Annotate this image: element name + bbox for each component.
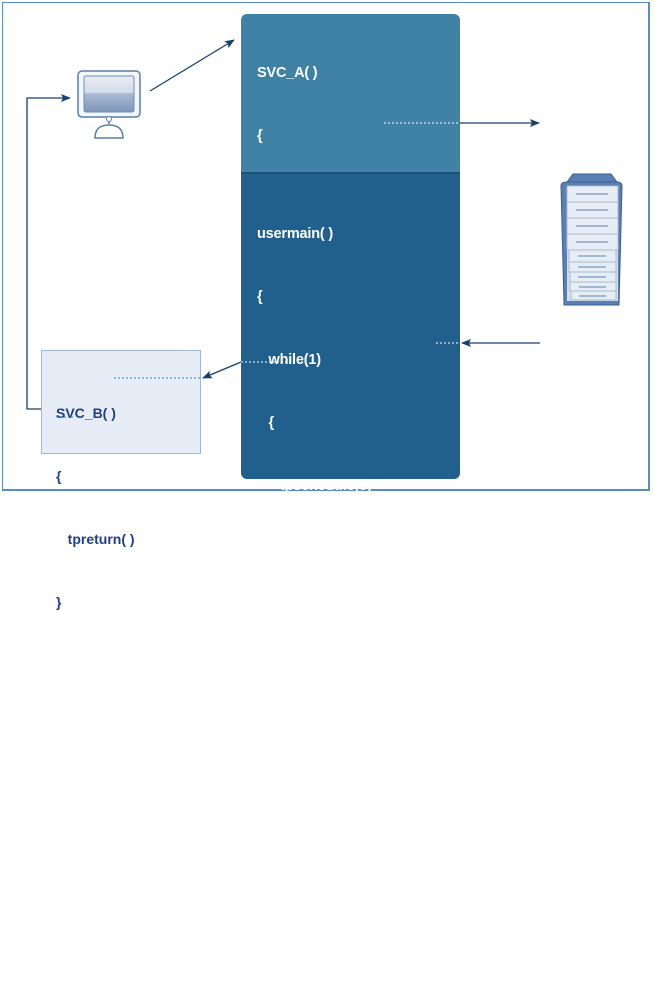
code-line: { [257,289,263,305]
code-line: { [257,415,274,431]
code-line: { [56,468,62,484]
code-line: tpschedule(0) [257,478,372,494]
code-line: tpreturn( ) [56,531,135,547]
diagram-frame [2,2,650,491]
code-line: tprelay(ctx[ ]) [257,730,381,746]
code-line: read_from_host( ) [257,667,412,683]
code-line: } [257,982,274,990]
code-line: close(fd[ ]) [257,856,364,872]
code-line: } [257,919,286,935]
arrow-client-to-svc-a [149,39,235,92]
server-tower-icon [560,173,623,306]
code-line: { [257,128,263,144]
code-line: usermain( ) [257,226,333,242]
code-line: while(1) [257,352,321,368]
code-line: tpsetfd(fd[ ]) [257,541,363,557]
code-line: if(tpisset(fd[ ])>0) { [257,604,405,620]
arrow-svc-b-to-client [26,94,71,410]
code-line: tpclrfd(fd[ ]) [257,793,371,809]
code-line: } [56,594,62,610]
computer-monitor-icon [77,70,141,139]
connectors-layer [26,39,623,418]
code-line: SVC_A( ) [257,65,318,81]
arrow-tprelay-to-svc-b [202,361,242,379]
